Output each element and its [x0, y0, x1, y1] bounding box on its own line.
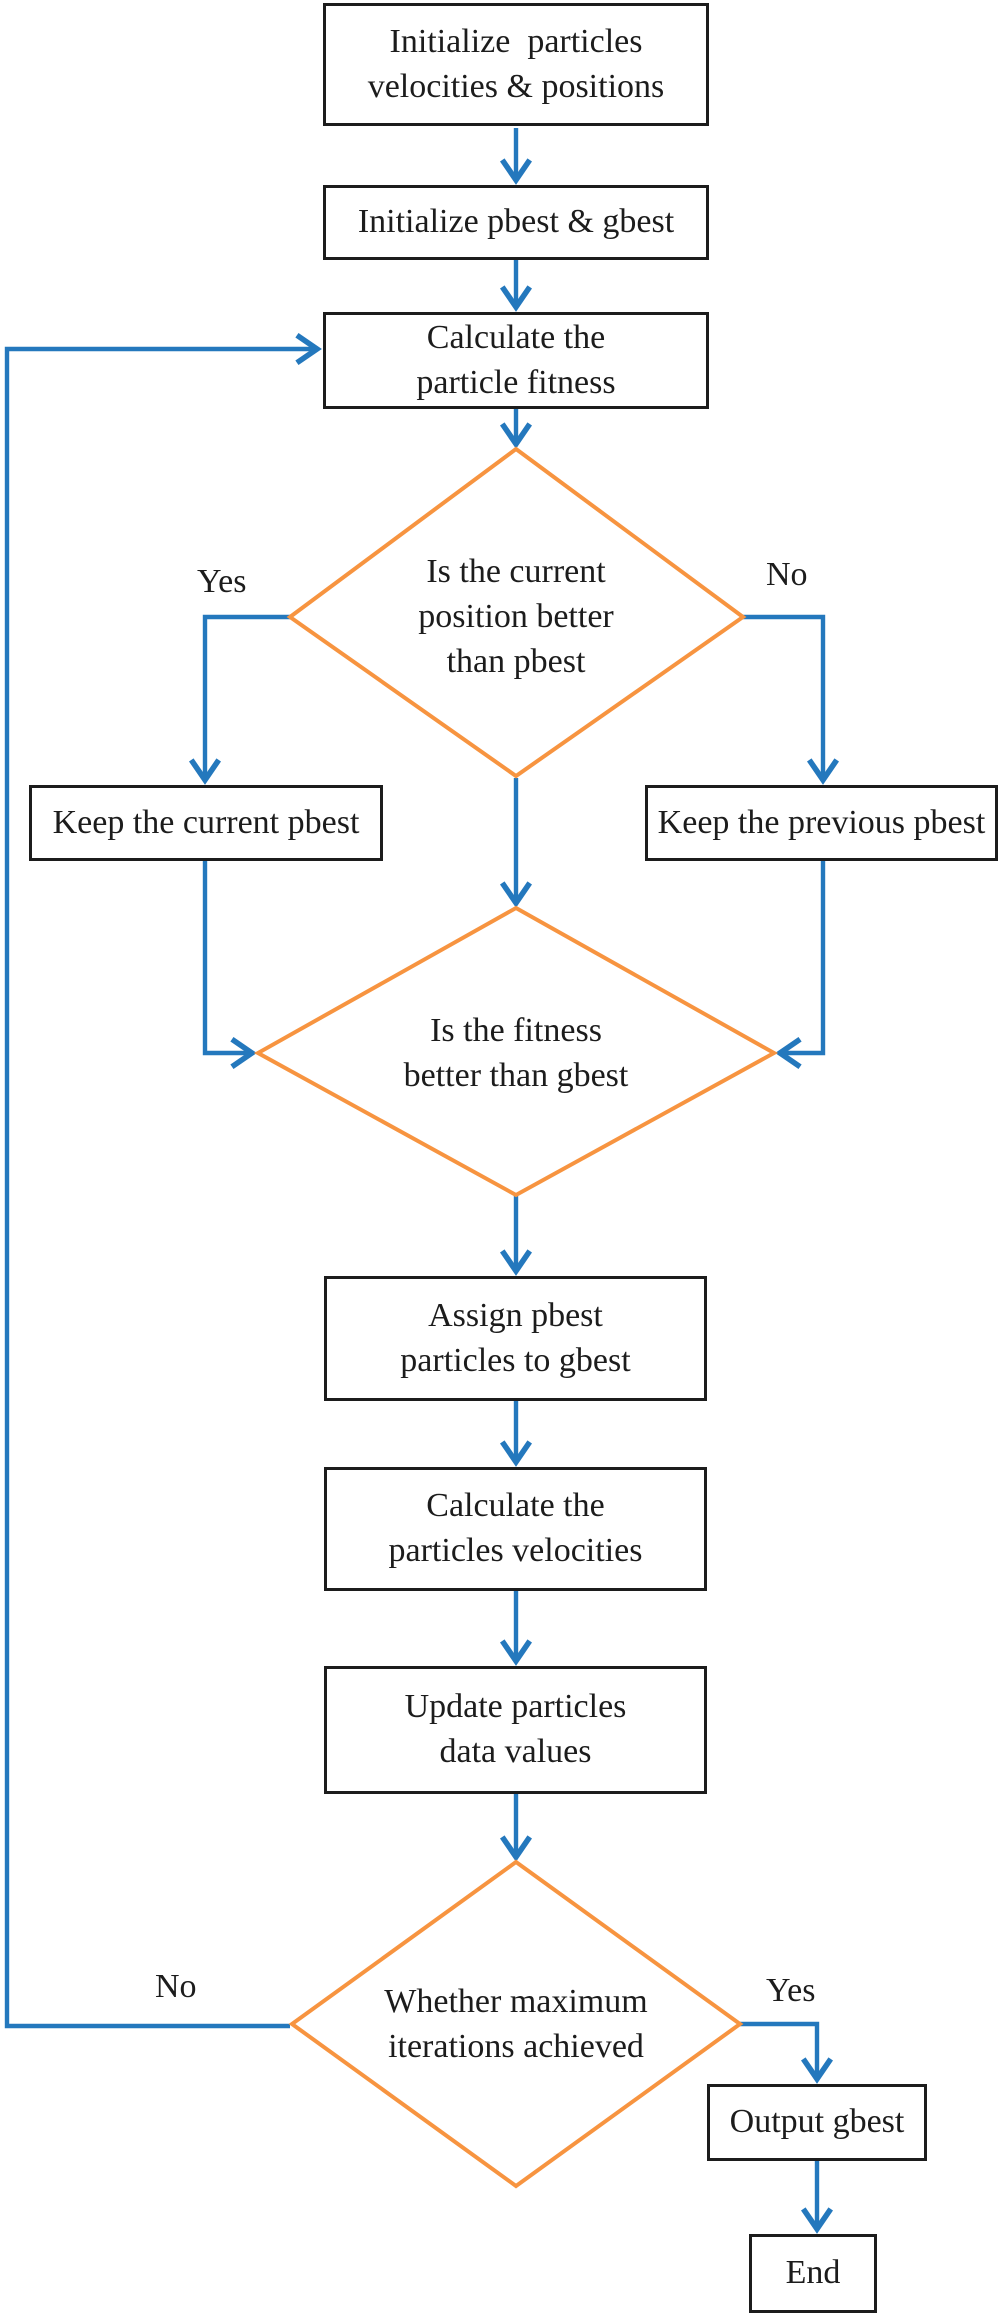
- node-update-particles-data: Update particles data values: [324, 1666, 707, 1794]
- edge-decision3-yes: [737, 2021, 817, 2079]
- node-initialize-particles: Initialize particles velocities & positi…: [323, 3, 709, 126]
- diamond-fitness-better-than-gbest: [253, 905, 779, 1198]
- edge-keepprevious-to-decision2: [780, 861, 826, 1053]
- label-no-iterations: No: [155, 1968, 197, 2005]
- label-yes-iterations: Yes: [766, 1972, 816, 2009]
- node-calculate-particle-fitness: Calculate the particle fitness: [323, 312, 709, 409]
- node-end: End: [749, 2234, 877, 2313]
- node-text-line: Assign pbest: [428, 1296, 603, 1334]
- node-text-line: Keep the previous pbest: [657, 803, 986, 841]
- node-assign-pbest-to-gbest: Assign pbest particles to gbest: [324, 1276, 707, 1401]
- node-text-line: Calculate the: [426, 1487, 605, 1525]
- node-text-line: End: [785, 2254, 841, 2292]
- node-text-line: Update particles: [404, 1688, 627, 1726]
- node-text-line: Keep the current pbest: [52, 803, 360, 841]
- diamond-max-iterations: [288, 1859, 744, 2189]
- node-text-line: particles velocities: [388, 1532, 643, 1569]
- node-text-line: Initialize pbest & gbest: [357, 203, 675, 241]
- node-text-line: particles to gbest: [400, 1341, 631, 1379]
- node-text-line: Calculate the: [426, 318, 606, 356]
- label-no-pbest: No: [766, 556, 808, 593]
- edge-decision3-no-loop: [4, 349, 317, 2029]
- label-yes-pbest: Yes: [197, 563, 247, 600]
- node-text-line: particle fitness: [416, 363, 616, 401]
- node-text-line: data values: [439, 1733, 592, 1770]
- node-initialize-pbest-gbest: Initialize pbest & gbest: [323, 185, 709, 260]
- node-keep-previous-pbest: Keep the previous pbest: [645, 785, 998, 861]
- node-text-line: Initialize particles: [389, 22, 643, 60]
- edge-keepcurrent-to-decision2: [202, 861, 252, 1053]
- node-keep-current-pbest: Keep the current pbest: [29, 785, 383, 861]
- node-text-line: velocities & positions: [367, 67, 665, 105]
- edge-decision1-yes: [205, 614, 290, 780]
- node-calculate-particles-velocities: Calculate the particles velocities: [324, 1467, 707, 1591]
- diamond-position-better-than-pbest: [286, 446, 747, 779]
- edge-decision1-no: [743, 614, 823, 780]
- node-text-line: Output gbest: [729, 2103, 905, 2141]
- node-output-gbest: Output gbest: [707, 2084, 927, 2161]
